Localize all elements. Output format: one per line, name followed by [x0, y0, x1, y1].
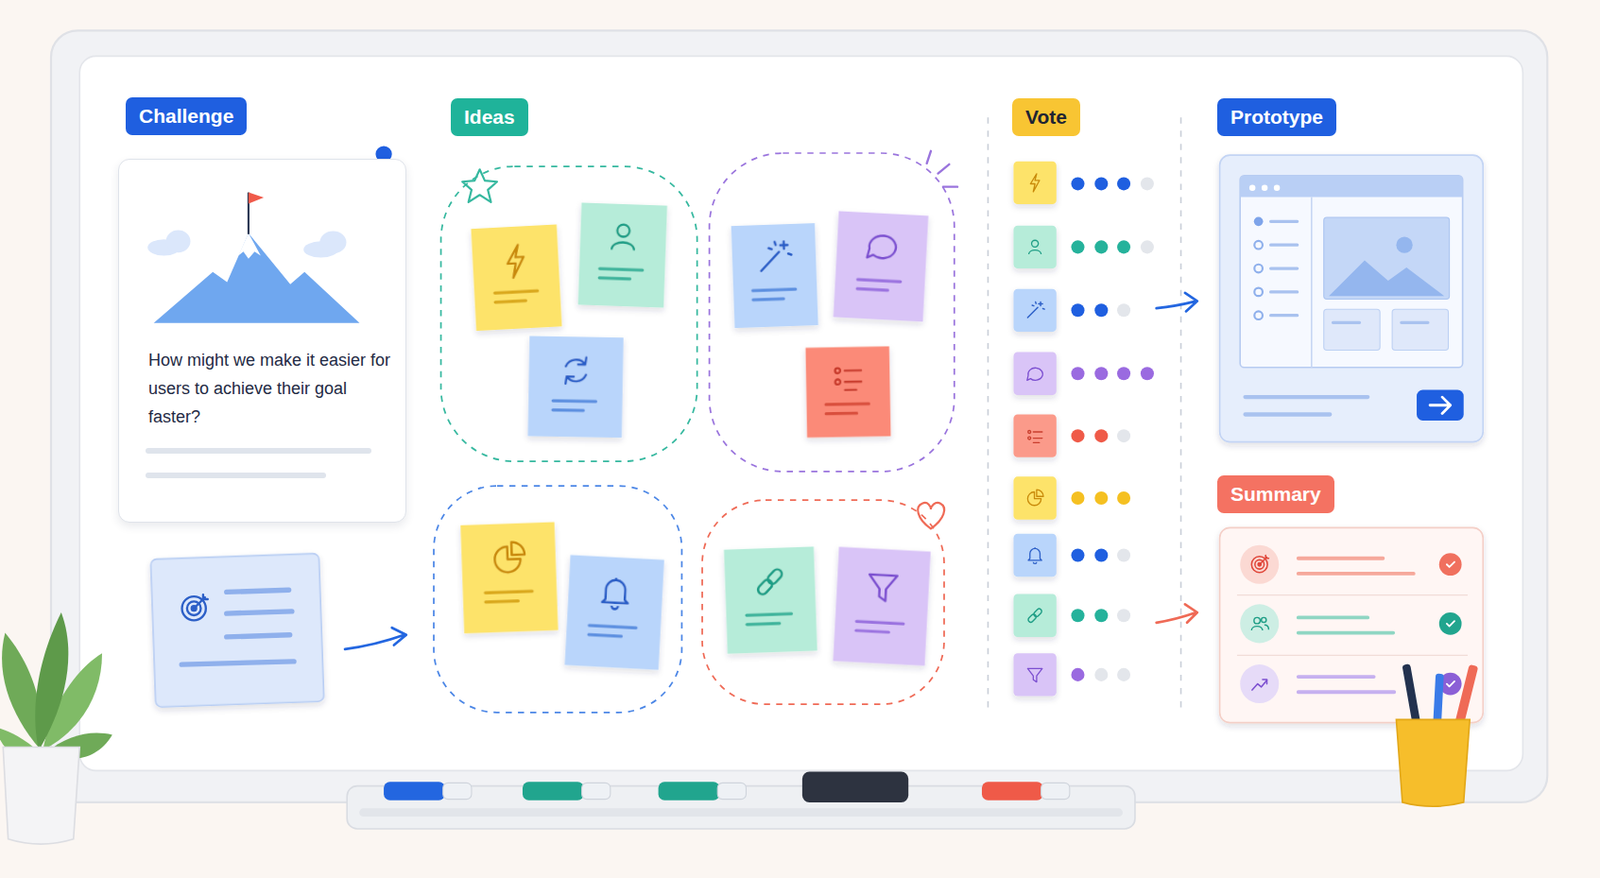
mountain-illustration [119, 159, 406, 522]
challenge-question: How might we make it easier for users to… [148, 345, 393, 431]
summary-tag: Summary [1217, 475, 1335, 514]
prototype-tag: Prototype [1217, 98, 1337, 137]
challenge-card: ChallengeHow might we make it easier for… [118, 97, 405, 521]
placeholder-lines [119, 445, 406, 483]
vote-tag: Vote [1012, 98, 1081, 137]
tag-label: Vote [1012, 98, 1081, 137]
tag-label: Ideas [450, 98, 529, 137]
tag-label: Prototype [1217, 98, 1337, 137]
ideas-tag: Ideas [450, 98, 529, 137]
tag-label: Summary [1217, 475, 1335, 514]
tag-label: Challenge [125, 97, 247, 136]
question-card: How might we make it easier for users to… [118, 158, 407, 523]
